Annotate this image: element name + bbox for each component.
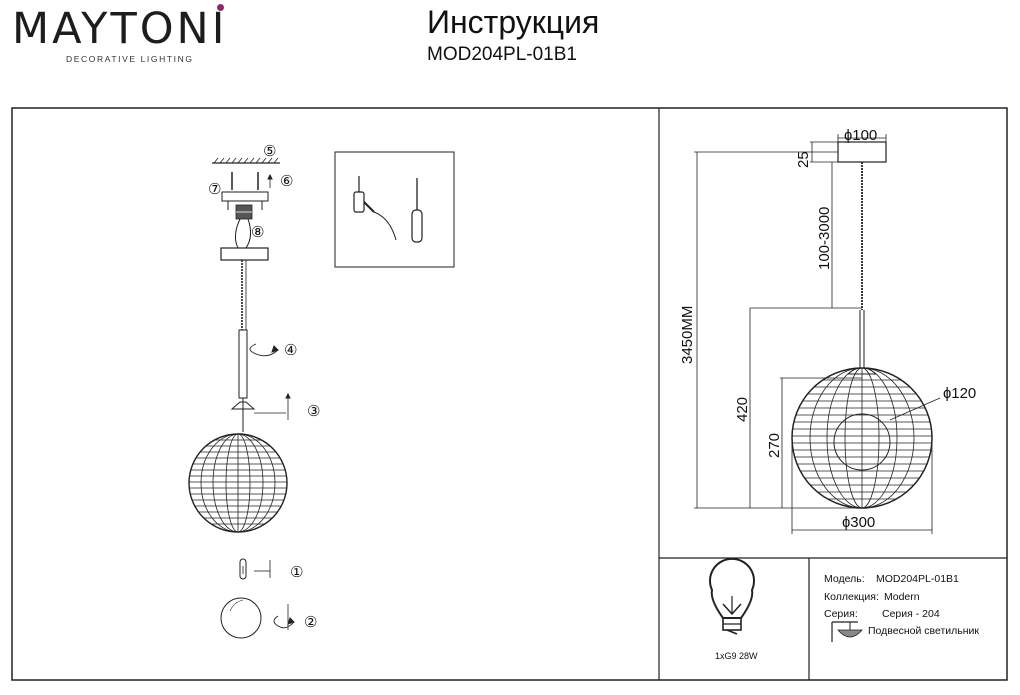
spec-model-value: MOD204PL-01B1 — [876, 573, 959, 585]
spec-collection-value: Modern — [884, 591, 920, 603]
step-8: ⑧ — [251, 224, 264, 241]
dimension-drawing — [694, 134, 941, 534]
step-7: ⑦ — [208, 181, 221, 198]
screwdriver-icon — [411, 178, 423, 243]
spec-model-label: Модель: — [824, 573, 865, 585]
step-3: ③ — [307, 403, 320, 420]
tools-box — [334, 151, 455, 268]
dim-canopy-diameter: ɸ100 — [844, 127, 877, 144]
document-title: Инструкция — [427, 4, 600, 40]
step-5: ⑤ — [263, 143, 276, 160]
step-6: ⑥ — [280, 173, 293, 190]
dim-glass-height: 270 — [766, 433, 783, 458]
step-4: ④ — [284, 342, 297, 359]
outer-frame — [11, 107, 1008, 681]
spec-series-value: Серия - 204 — [882, 608, 940, 620]
lamp-label: 1xG9 28W — [715, 651, 758, 661]
brand-text: MAYTON — [12, 4, 212, 54]
pendant-lamp-icon — [831, 621, 863, 642]
brand-tagline: DECORATIVE LIGHTING — [66, 54, 194, 64]
dim-cable-length: 100-3000 — [816, 207, 833, 270]
spec-series-label: Серия: — [824, 608, 858, 620]
assembly-drawing — [188, 157, 295, 639]
step-1: ① — [290, 564, 303, 581]
drill-icon — [353, 176, 397, 241]
dim-shade-diameter: ɸ300 — [842, 514, 875, 531]
spec-collection-label: Коллекция: — [824, 591, 879, 603]
brand-letter-i: I — [211, 4, 228, 54]
dim-canopy-height: 25 — [795, 151, 812, 168]
dim-glass-diameter: ɸ120 — [943, 385, 976, 402]
dim-shade-height: 420 — [734, 397, 751, 422]
document-model: MOD204PL-01B1 — [427, 44, 577, 65]
step-2: ② — [304, 614, 317, 631]
dim-total-height: 3450MM — [679, 306, 696, 364]
bulb-icon — [709, 557, 755, 635]
spec-type-value: Подвесной светильник — [868, 625, 979, 637]
brand-dot — [216, 4, 224, 11]
